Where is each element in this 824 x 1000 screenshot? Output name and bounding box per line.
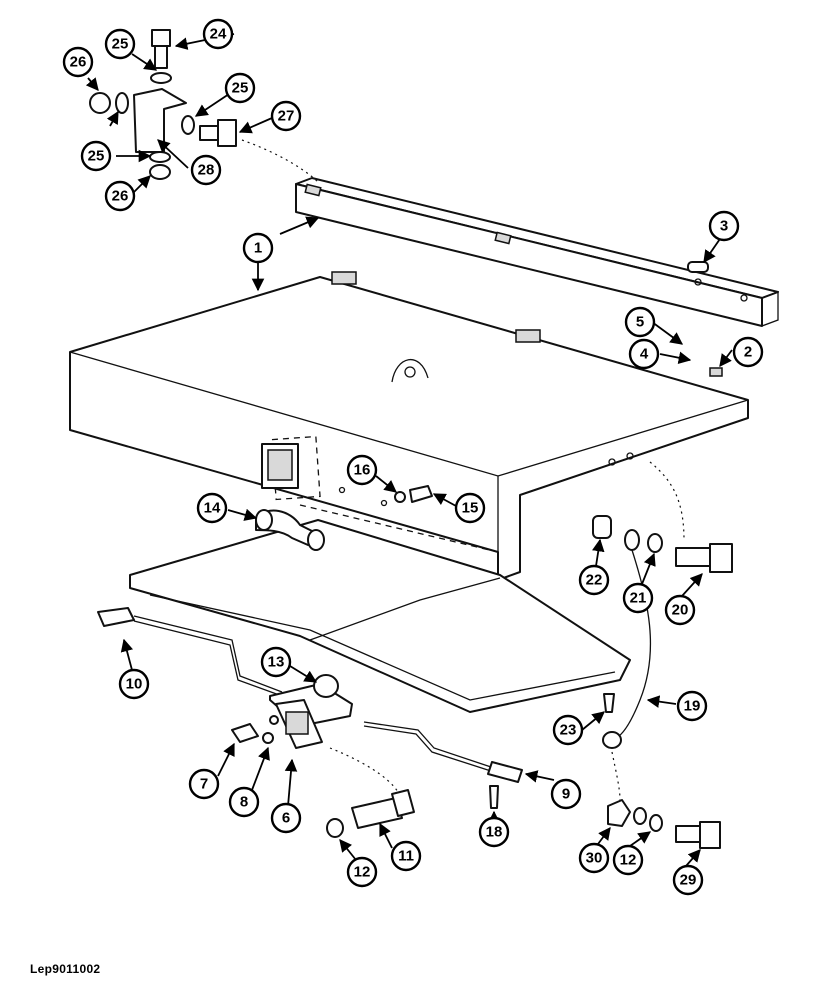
callout-13: 13 [260,646,292,678]
callout-28: 28 [190,154,222,186]
callout-12a: 12 [346,856,378,888]
callout-2: 2 [732,336,764,368]
callout-14: 14 [196,492,228,524]
hinge-rail [295,177,779,327]
callout-19: 19 [676,690,708,722]
callout-8: 8 [228,786,260,818]
callout-11-label: 11 [398,848,414,865]
callout-16: 16 [346,454,378,486]
callout-25c-label: 25 [88,148,105,165]
callout-6-label: 6 [282,810,290,827]
callout-13-label: 13 [268,654,285,671]
callout-3-label: 3 [720,218,728,235]
callout-10: 10 [118,668,150,700]
callout-28-label: 28 [198,162,215,179]
callout-26a-label: 26 [70,54,87,71]
callout-29: 29 [672,864,704,896]
callout-23-label: 23 [560,722,577,739]
cover-panel [69,271,749,581]
callout-26b-label: 26 [112,188,129,205]
callout-27-label: 27 [278,108,295,125]
callout-14-label: 14 [204,500,221,517]
callout-22: 22 [578,564,610,596]
lanyard-cable [602,529,652,749]
callout-25c: 25 [80,140,112,172]
callout-16-label: 16 [354,462,371,479]
callout-4: 4 [628,338,660,370]
callout-12a-label: 12 [354,864,371,881]
drawing-reference-code: Lep9011002 [30,962,101,976]
bottom-plate [129,519,631,713]
callout-23: 23 [552,714,584,746]
callout-11: 11 [390,840,422,872]
callout-8-label: 8 [240,794,248,811]
callout-1-label: 1 [254,240,262,257]
callout-12b-label: 12 [620,852,637,869]
callout-24-label: 24 [210,26,227,43]
callout-1: 1 [242,232,274,264]
callout-20-label: 20 [672,602,689,619]
callout-18-label: 18 [486,824,503,841]
callout-7-label: 7 [200,776,208,793]
callout-6: 6 [270,802,302,834]
callout-9-label: 9 [562,786,570,803]
bolt-15-part [394,485,433,503]
callout-20: 20 [664,594,696,626]
callout-5-label: 5 [636,314,644,331]
callout-21: 21 [622,582,654,614]
callout-15: 15 [454,492,486,524]
leader-lines [85,33,733,867]
callout-7: 7 [188,768,220,800]
callout-26a: 26 [62,46,94,78]
latch-rod-right [363,721,523,783]
spacer-bolt-set [592,515,733,573]
callout-12b: 12 [612,844,644,876]
latch-assembly [231,674,353,749]
callout-25a-label: 25 [112,36,129,53]
hinge-pin-part [687,261,709,273]
callout-22-label: 22 [586,572,603,589]
callout-9: 9 [550,778,582,810]
bolt-11-part [326,789,415,838]
callout-27: 27 [270,100,302,132]
callout-25b-label: 25 [232,80,249,97]
latch-rod-left [97,607,283,697]
callout-3: 3 [708,210,740,242]
callout-26b: 26 [104,180,136,212]
rivet-23-part [603,693,615,713]
callout-10-label: 10 [126,676,143,693]
grab-handle [255,509,325,551]
pin-18-part [489,785,499,809]
callout-19-label: 19 [684,698,701,715]
callout-15-label: 15 [462,500,479,517]
callout-30: 30 [578,842,610,874]
callout-25b: 25 [224,72,256,104]
callout-5: 5 [624,306,656,338]
callout-30-label: 30 [586,850,603,867]
top-hardware-set [89,29,237,180]
callout-25a: 25 [104,28,136,60]
nut-bolt-set-lower [607,799,721,849]
callout-24: 24 [202,18,234,50]
callout-21-label: 21 [630,590,647,607]
callout-29-label: 29 [680,872,697,889]
callout-4-label: 4 [640,346,649,363]
callout-2-label: 2 [744,344,752,361]
callout-18: 18 [478,816,510,848]
